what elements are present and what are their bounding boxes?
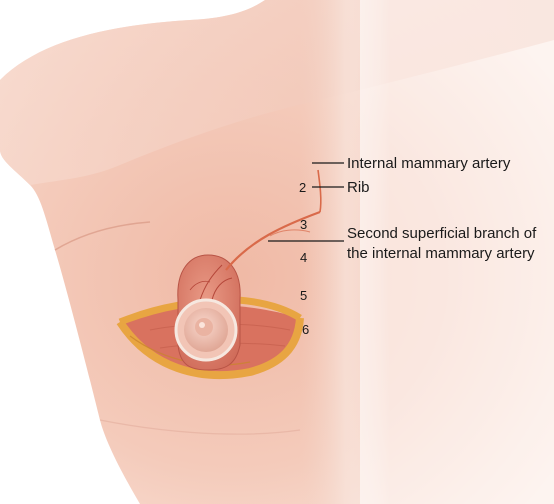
rib-number-6: 6 — [302, 322, 309, 337]
label-internal-mammary-artery: Internal mammary artery — [347, 155, 511, 172]
rib-number-4: 4 — [300, 250, 307, 265]
rib-number-3: 3 — [300, 217, 307, 232]
label-rib: Rib — [347, 179, 370, 196]
rib-number-5: 5 — [300, 288, 307, 303]
label-second-branch-line2: the internal mammary artery — [347, 245, 535, 262]
label-second-branch-line1: Second superficial branch of — [347, 225, 537, 242]
rib-number-2: 2 — [299, 180, 306, 195]
nipple-areola — [176, 300, 236, 360]
